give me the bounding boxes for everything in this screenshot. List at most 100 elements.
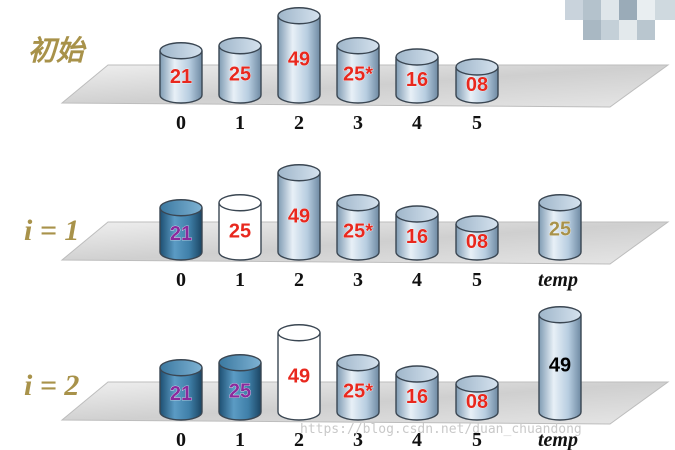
cylinder-body <box>455 224 499 261</box>
index-label: 0 <box>176 112 186 134</box>
cylinder-body <box>277 332 321 421</box>
cylinder-top <box>538 194 582 212</box>
cylinder-top <box>277 164 321 182</box>
cylinder-body <box>218 362 262 421</box>
cylinder-top <box>218 37 262 55</box>
cylinder-top <box>336 37 380 55</box>
cylinder-top <box>277 7 321 25</box>
cell-value: 08 <box>466 231 488 253</box>
cylinder-body <box>218 45 262 104</box>
cylinder-top <box>395 48 439 66</box>
index-label: 5 <box>472 112 482 134</box>
array-cell-2: 49 <box>277 164 321 261</box>
cylinder-body <box>218 202 262 261</box>
cell-value: 25 <box>229 220 251 242</box>
temp-label: temp <box>538 429 578 450</box>
cylinder-top <box>218 194 262 212</box>
index-label: 1 <box>235 429 245 450</box>
index-label: 2 <box>294 112 304 134</box>
cell-value: 49 <box>549 354 571 376</box>
cylinder-top <box>218 354 262 372</box>
cell-value: 25* <box>343 63 373 85</box>
temp-label: temp <box>538 269 578 291</box>
cylinder-top <box>159 359 203 377</box>
cylinder-body <box>159 50 203 104</box>
cylinder-body <box>277 172 321 261</box>
index-label: 1 <box>235 269 245 291</box>
cylinder-body <box>455 67 499 104</box>
array-cell-2: 49 <box>277 324 321 421</box>
index-label: 0 <box>176 269 186 291</box>
cylinder-top <box>538 306 582 324</box>
temp-cell: 25 <box>538 194 582 261</box>
array-cell-5: 08 <box>455 215 499 261</box>
index-label: 3 <box>353 429 363 450</box>
cell-value: 08 <box>466 391 488 413</box>
cell-value: 49 <box>288 48 310 70</box>
index-label: 4 <box>412 269 422 291</box>
cylinder-body <box>336 202 380 261</box>
cylinder-body <box>336 45 380 104</box>
cylinder-top <box>455 58 499 76</box>
cell-value: 25 <box>229 63 251 85</box>
cell-value: 21 <box>170 383 192 405</box>
array-cell-3: 25* <box>336 194 380 261</box>
cell-value: 21 <box>170 66 192 88</box>
cylinder-top <box>455 375 499 393</box>
cell-value: 21 <box>170 223 192 245</box>
cell-value: 25* <box>343 380 373 402</box>
watermark-text: https://blog.csdn.net/duan_chuandong <box>300 422 582 437</box>
array-cell-0: 21 <box>159 42 203 104</box>
cylinder-top <box>159 199 203 217</box>
sort-row-1: i = 1 21 0 25 1 49 2 25* 3 16 4 08 5 25 temp <box>24 164 670 291</box>
cylinder-top <box>395 205 439 223</box>
row-label: i = 2 <box>24 369 79 402</box>
array-cell-4: 16 <box>395 365 439 421</box>
cylinder-body <box>159 207 203 261</box>
cylinder-top <box>455 215 499 233</box>
cylinder-body <box>277 15 321 104</box>
array-cell-5: 08 <box>455 58 499 104</box>
index-label: 1 <box>235 112 245 134</box>
cell-value: 49 <box>288 205 310 227</box>
row-label: 初始 <box>28 35 87 67</box>
array-cell-1: 25 <box>218 354 262 421</box>
cylinder-body <box>395 374 439 421</box>
index-label: 5 <box>472 429 482 450</box>
cell-value: 49 <box>288 365 310 387</box>
cylinder-top <box>159 42 203 60</box>
cylinder-body <box>395 57 439 104</box>
cell-value: 16 <box>406 226 428 248</box>
array-cell-5: 08 <box>455 375 499 421</box>
index-label: 0 <box>176 429 186 450</box>
cylinder-body <box>395 214 439 261</box>
array-cell-0: 21 <box>159 359 203 421</box>
cylinder-top <box>336 194 380 212</box>
index-label: 3 <box>353 112 363 134</box>
cylinder-top <box>395 365 439 383</box>
array-cell-3: 25* <box>336 354 380 421</box>
blurred-corner-image <box>565 0 675 40</box>
cylinder-body <box>538 202 582 261</box>
index-label: 3 <box>353 269 363 291</box>
cylinder-body <box>336 362 380 421</box>
array-cell-1: 25 <box>218 194 262 261</box>
cell-value: 25 <box>549 218 571 240</box>
array-cell-4: 16 <box>395 205 439 261</box>
array-cell-2: 49 <box>277 7 321 104</box>
cylinder-top <box>277 324 321 342</box>
array-cell-0: 21 <box>159 199 203 261</box>
cell-value: 16 <box>406 386 428 408</box>
cell-value: 08 <box>466 74 488 96</box>
array-cell-1: 25 <box>218 37 262 104</box>
row-label: i = 1 <box>24 214 79 247</box>
index-label: 2 <box>294 269 304 291</box>
cylinder-top <box>336 354 380 372</box>
array-cell-4: 16 <box>395 48 439 104</box>
cell-value: 25* <box>343 220 373 242</box>
temp-cell: 49 <box>538 306 582 421</box>
index-label: 5 <box>472 269 482 291</box>
